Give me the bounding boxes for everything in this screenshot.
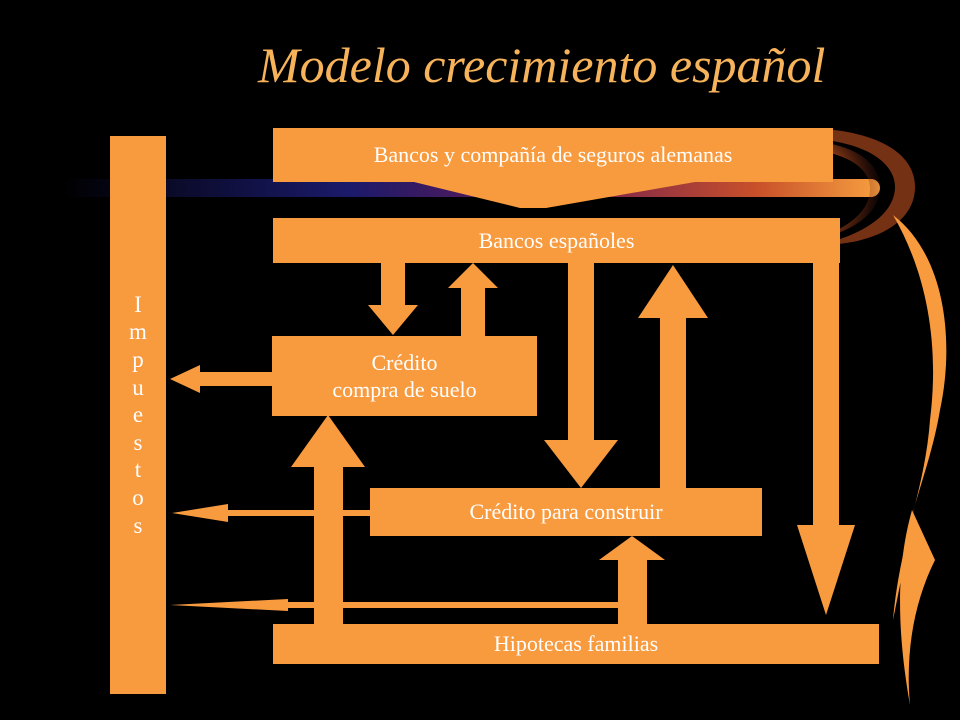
box-hipotecas-label: Hipotecas familias: [493, 631, 659, 657]
page-title: Modelo crecimiento español: [258, 37, 826, 93]
arrow-hipotecas-to-construir: [599, 536, 665, 624]
box-bancos-alemanes-label: Bancos y compañía de seguros alemanas: [373, 142, 733, 168]
impuestos-letter: t: [134, 457, 142, 483]
arrow-hipotecas-to-impuestos: [170, 599, 618, 611]
arrow-suelo-to-espanoles: [448, 263, 498, 336]
impuestos-letter: s: [133, 429, 143, 455]
impuestos-letter: e: [132, 402, 144, 428]
arrow-suelo-to-impuestos: [170, 365, 272, 393]
arrow-construir-to-espanoles: [638, 265, 708, 488]
impuestos-letter: u: [132, 374, 144, 400]
impuestos-letter: s: [133, 512, 143, 538]
arrow-alemanes-to-espanoles: [414, 182, 695, 208]
box-credito-suelo-line1: Crédito: [371, 349, 438, 375]
box-credito-construir-label: Crédito para construir: [469, 499, 663, 525]
box-bancos-espanoles: Bancos españoles: [273, 218, 840, 263]
arrow-construir-to-impuestos: [172, 504, 370, 522]
impuestos-letter: I: [134, 291, 142, 317]
box-hipotecas: Hipotecas familias: [273, 624, 879, 664]
return-swoosh: [893, 215, 947, 705]
arrow-espanoles-to-hipotecas: [797, 263, 855, 615]
box-bancos-alemanes: Bancos y compañía de seguros alemanas: [273, 128, 833, 182]
arrow-hipotecas-to-suelo: [291, 415, 365, 624]
impuestos-letter: p: [132, 347, 144, 373]
arrow-espanoles-to-suelo: [368, 263, 418, 335]
box-bancos-espanoles-label: Bancos españoles: [478, 227, 635, 253]
box-credito-suelo: Crédito compra de suelo: [272, 336, 537, 416]
box-credito-suelo-line2: compra de suelo: [332, 377, 477, 402]
impuestos-letter: m: [129, 319, 147, 345]
impuestos-letter: o: [132, 484, 144, 510]
arrow-espanoles-to-construir: [544, 263, 618, 488]
box-credito-construir: Crédito para construir: [370, 488, 762, 536]
